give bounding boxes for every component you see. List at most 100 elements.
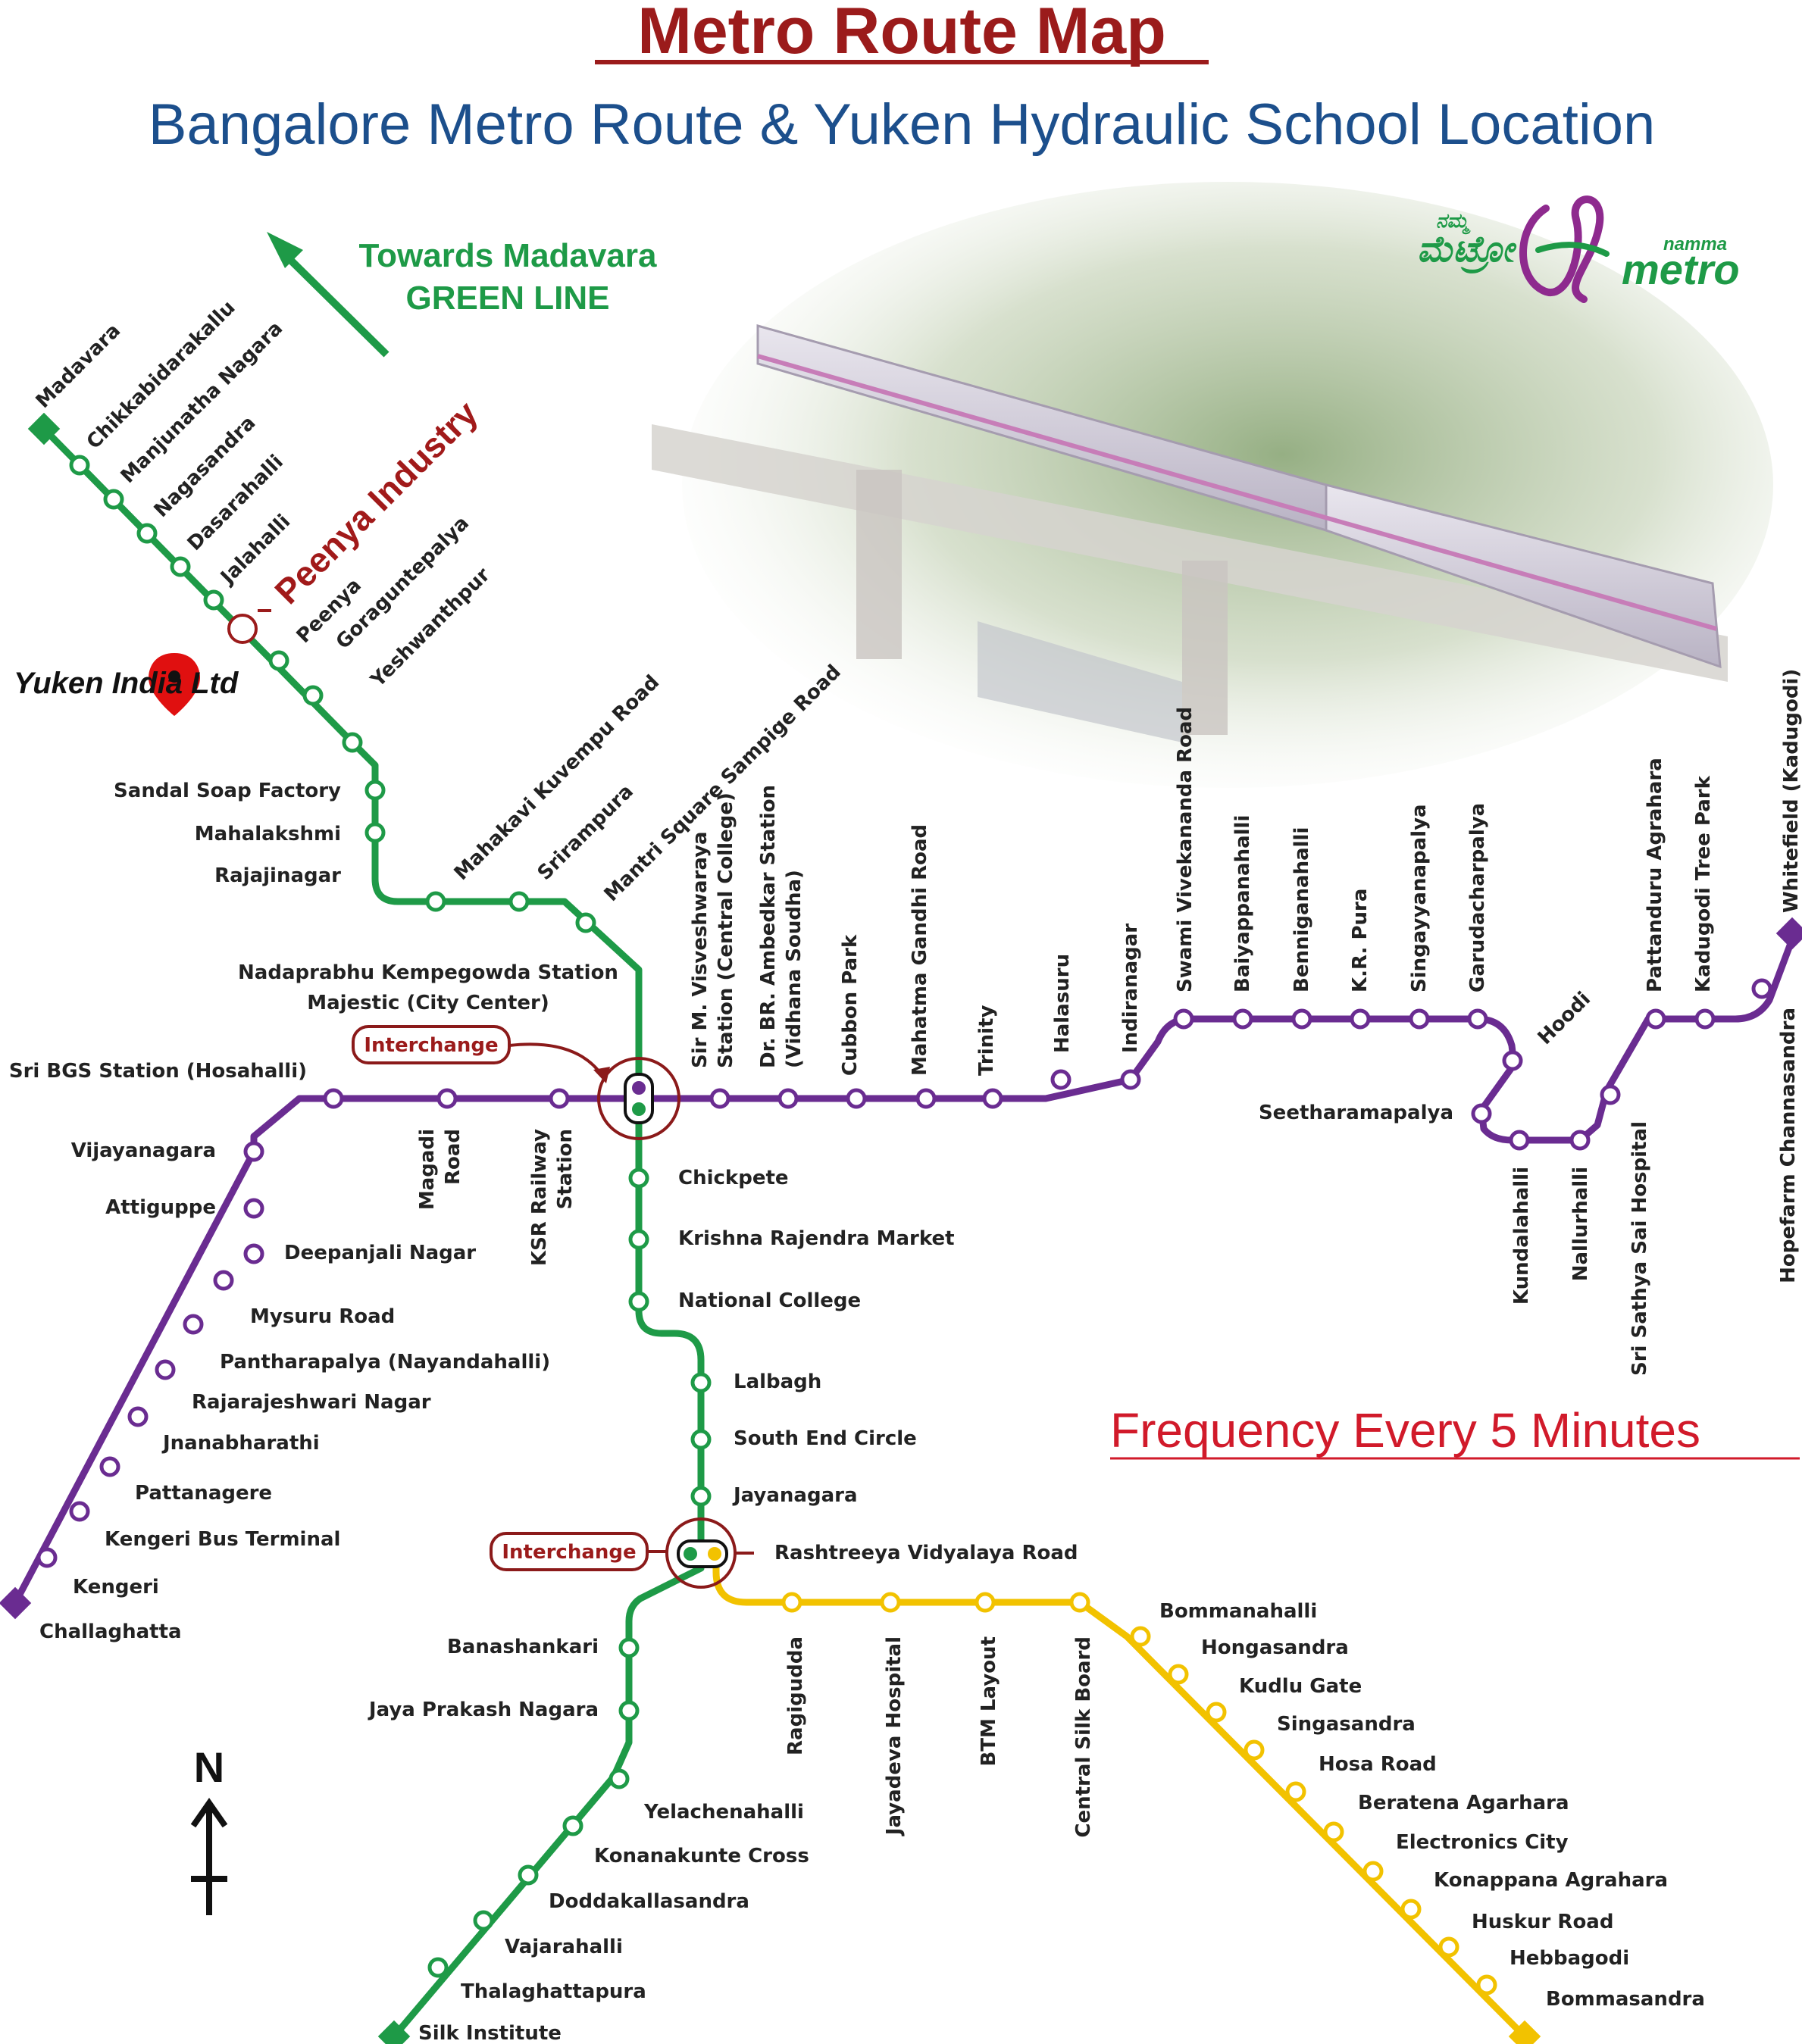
station-label-vijayanagara: Vijayanagara [71, 1139, 216, 1162]
station-dot-konanakunte-cross [562, 1815, 583, 1836]
green-line-route [41, 426, 705, 2039]
station-label-jaya-prakash-nagara: Jaya Prakash Nagara [368, 1699, 599, 1721]
station-dot-electronics-city [1362, 1861, 1384, 1882]
station-dot-jnanabharathi [127, 1406, 149, 1427]
station-label-bommasandra: Bommasandra [1546, 1988, 1705, 2011]
station-dot-rajarajeshwari-nagar [155, 1359, 176, 1380]
station-dot-manjunatha-nagara [103, 489, 124, 510]
station-dot-nagasandra [136, 523, 158, 544]
station-label-kundalahalli: Kundalahalli [1510, 1167, 1533, 1305]
station-dot-hoodi [1502, 1050, 1523, 1071]
station-label-hebbagodi: Hebbagodi [1509, 1947, 1629, 1970]
terminal-marker-challaghatta [0, 1586, 32, 1620]
station-dot-pattanagere [99, 1456, 120, 1477]
logo-namma: namma [1663, 234, 1727, 255]
station-dot-seetharamapalya [1471, 1103, 1492, 1124]
station-dot-huskur-road [1438, 1936, 1459, 1958]
yuken-location: Yuken India Ltd [14, 653, 239, 716]
station-dot-dr-br-ambedkar-station-vidhana-soudha [777, 1088, 799, 1109]
station-label-indiranagar: Indiranagar [1119, 924, 1142, 1053]
station-dot-beratena-agarhara [1323, 1821, 1344, 1842]
station-dot-dasarahalli [170, 556, 191, 577]
kempegowda-label-1: Nadaprabhu Kempegowda Station [238, 961, 618, 984]
station-dot-attiguppe [243, 1198, 264, 1219]
station-label-seetharamapalya: Seetharamapalya [1259, 1102, 1453, 1124]
interchange-label-2: Interchange [502, 1541, 636, 1564]
station-dot-hongasandra [1168, 1664, 1189, 1685]
station-label-yeshwanthpur: Yeshwanthpur [366, 564, 495, 692]
station-dot-k-r-pura [1350, 1008, 1371, 1030]
station-dot-goraguntepalya [268, 650, 289, 671]
station-label-pattanagere: Pattanagere [135, 1482, 272, 1505]
logo-kannada-small: ನಮ್ಮ [1436, 209, 1471, 235]
station-label-sri-bgs-station-hosahalli: Sri BGS Station (Hosahalli) [9, 1060, 307, 1083]
station-label-konanakunte-cross: Konanakunte Cross [594, 1845, 809, 1867]
station-label-challaghatta: Challaghatta [39, 1621, 182, 1643]
station-label-beratena-agarhara: Beratena Agarhara [1358, 1792, 1569, 1814]
station-label-ragigudda: Ragigudda [784, 1636, 807, 1755]
station-dot-singasandra [1244, 1739, 1265, 1761]
station-label-halasuru: Halasuru [1051, 954, 1074, 1053]
station-label-silk-institute: Silk Institute [418, 2022, 562, 2044]
station-dot-mantri-square-sampige-road [575, 912, 596, 933]
station-dot-srirampura [508, 891, 530, 912]
terminal-marker-bommasandra [1508, 2020, 1541, 2044]
station-label-hosa-road: Hosa Road [1319, 1753, 1437, 1776]
station-dot-mahakavi-kuvempu-road [425, 891, 446, 912]
station-label-hoodi: Hoodi [1534, 988, 1595, 1049]
interchange-label-1: Interchange [364, 1034, 498, 1057]
station-dot-btm-layout [975, 1592, 996, 1613]
station-dot-yelachenahalli [608, 1768, 630, 1789]
station-label-kadugodi-tree-park: Kadugodi Tree Park [1692, 775, 1715, 992]
north-arrow: N [190, 1743, 228, 1915]
station-label-rajarajeshwari-nagar: Rajarajeshwari Nagar [192, 1391, 431, 1414]
station-dot-singayyanapalya [1409, 1008, 1430, 1030]
station-dot-hopefarm-channasandra [1751, 978, 1772, 999]
station-dot-cubbon-park [846, 1088, 867, 1109]
station-dot-sri-sathya-sai-hospital [1600, 1084, 1621, 1105]
station-dot-yeshwanthpur [302, 685, 324, 706]
station-dot-baiyappanahalli [1232, 1008, 1253, 1030]
station-label-pattanduru-agrahara: Pattanduru Agrahara [1644, 758, 1666, 992]
station-label-kudlu-gate: Kudlu Gate [1239, 1675, 1362, 1698]
station-label-magadi-1: Magadi [416, 1129, 439, 1210]
station-dot-vijayanagara [243, 1141, 264, 1162]
station-dot-ragigudda [781, 1592, 802, 1613]
station-dot-pattanduru-agrahara [1645, 1008, 1666, 1030]
station-label-jayadeva-hospital: Jayadeva Hospital [883, 1636, 906, 1836]
station-dot-sri-bgs-station-hosahalli [323, 1088, 344, 1109]
callout-arrow-icon [593, 1067, 610, 1083]
station-label-attiguppe: Attiguppe [105, 1196, 216, 1219]
station-dot-sir-m-visveshwaraya-station-central-college [709, 1088, 730, 1109]
station-dot-kengeri-bus-terminal [69, 1501, 90, 1522]
station-label-electronics-city: Electronics City [1396, 1831, 1569, 1854]
interchange-kempegowda [597, 1057, 680, 1140]
station-label-whitefield-kadugodi: Whitefield (Kadugodi) [1780, 669, 1802, 913]
station-label-doddakallasandra: Doddakallasandra [549, 1890, 749, 1913]
logo-metro: metro [1622, 245, 1740, 293]
arrow-head-icon [267, 232, 303, 268]
station-label-trinity: Trinity [975, 1005, 998, 1076]
station-dot-hebbagodi [1476, 1974, 1497, 1996]
station-dot-sandal-soap-factory [342, 732, 363, 753]
map-title: Metro Route Map [637, 0, 1166, 67]
station-dot-jayanagara [690, 1486, 712, 1507]
station-dot-chickpete [628, 1167, 649, 1189]
station-dot-vajarahalli [473, 1910, 494, 1931]
station-label-jayanagara: Jayanagara [732, 1484, 858, 1507]
station-label-sri-sathya-sai-hospital: Sri Sathya Sai Hospital [1628, 1121, 1651, 1376]
interchange-callout-1: Interchange [352, 1025, 610, 1083]
station-label-chickpete: Chickpete [678, 1167, 789, 1189]
station-dot-kudlu-gate [1206, 1702, 1227, 1723]
station-dot-halasuru [1050, 1069, 1072, 1090]
station-label-hongasandra: Hongasandra [1201, 1636, 1349, 1659]
yuken-label: Yuken India Ltd [14, 667, 239, 700]
station-dot-bommanahalli [1130, 1626, 1151, 1647]
station-dot-mahalakshmi [364, 780, 386, 801]
station-dot-kundalahalli [1509, 1130, 1530, 1151]
station-dot-benniganahalli [1291, 1008, 1312, 1030]
station-dot-lalbagh [690, 1372, 712, 1393]
yellow-line-route [712, 1553, 1528, 2039]
station-dot-ksr-railway-station [549, 1088, 570, 1109]
